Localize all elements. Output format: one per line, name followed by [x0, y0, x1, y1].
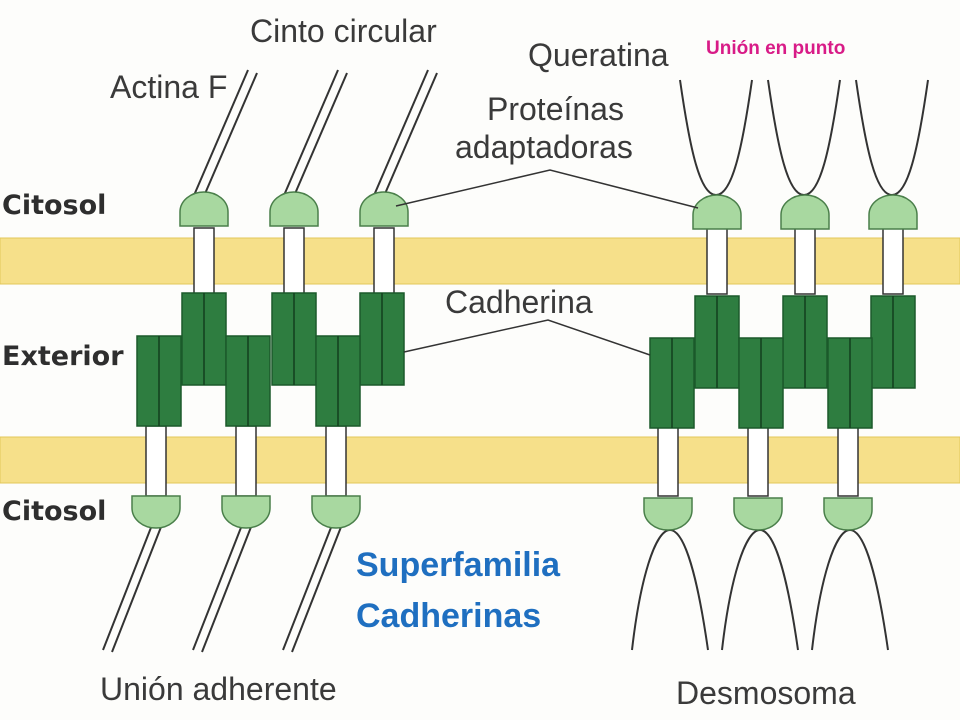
label-citosol-top: Citosol [2, 190, 106, 221]
label-exterior: Exterior [2, 341, 124, 372]
keratin-filaments-top [679, 79, 929, 197]
title-superfamilia: Superfamilia [356, 546, 561, 584]
label-cadherina: Cadherina [445, 284, 593, 320]
cadherin-stripes-desmosome [671, 296, 894, 428]
actin-filaments-top [191, 69, 438, 204]
cadherin-tails [145, 227, 904, 497]
label-actina-f: Actina F [110, 69, 227, 105]
label-citosol-bottom: Citosol [2, 496, 106, 527]
membrane-bottom [0, 436, 960, 484]
keratin-filaments-bottom [631, 528, 889, 651]
cadherin-stripes-adherens [158, 293, 383, 426]
adaptor-proteins-bottom [131, 495, 873, 531]
label-queratina: Queratina [528, 37, 669, 73]
actin-filaments-bottom [102, 524, 342, 653]
label-union-en-punto: Unión en punto [706, 38, 845, 59]
membrane-top [0, 237, 960, 285]
title-cadherinas: Cadherinas [356, 597, 541, 635]
label-union-adherente: Unión adherente [100, 671, 337, 707]
cadherin-blocks-desmosome [649, 295, 916, 429]
adaptor-proteins-top [179, 191, 918, 230]
label-adaptadoras: adaptadoras [455, 129, 633, 165]
label-proteinas: Proteínas [487, 91, 624, 127]
cadherin-blocks-adherens [136, 292, 405, 427]
label-desmosoma: Desmosoma [676, 675, 856, 711]
label-cinto-circular: Cinto circular [250, 13, 437, 49]
leader-lines [395, 169, 699, 356]
